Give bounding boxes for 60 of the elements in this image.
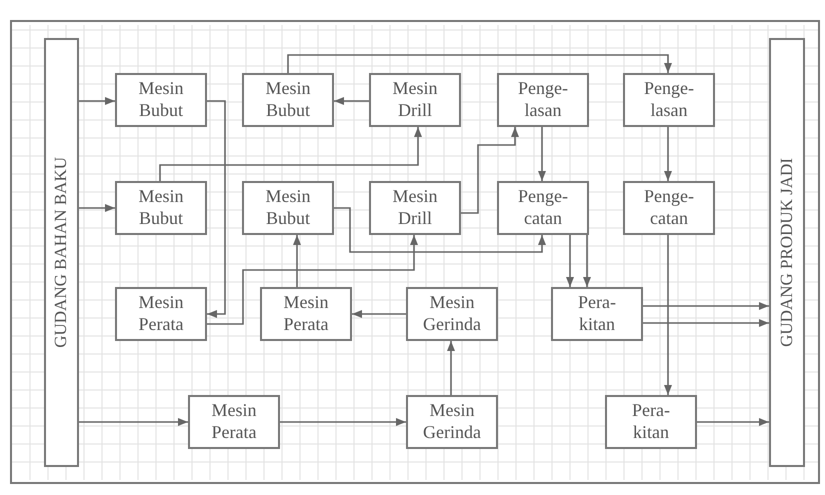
arrow <box>447 341 455 395</box>
process-box <box>551 287 643 341</box>
arrow <box>664 127 672 181</box>
arrow <box>293 235 301 287</box>
process-box <box>260 287 352 341</box>
arrow <box>583 235 591 287</box>
node-label: Mesin Perata <box>138 292 184 336</box>
node-label: Penge- catan <box>517 186 569 230</box>
process-box <box>623 73 715 127</box>
node-label: Mesin Gerinda <box>422 292 482 336</box>
node-label: Mesin Bubut <box>138 186 184 230</box>
node-label: Penge- lasan <box>643 78 695 122</box>
node-label: Mesin Drill <box>392 78 438 122</box>
process-box <box>497 181 589 235</box>
process-box <box>623 181 715 235</box>
process-box <box>115 73 207 127</box>
node-label: GUDANG BAHAN BAKU <box>51 157 72 348</box>
arrow <box>352 310 406 318</box>
arrow <box>697 418 769 426</box>
node-label: Mesin Bubut <box>138 78 184 122</box>
node-label: Mesin Perata <box>210 400 258 444</box>
node-label: GUDANG PRODUK JADI <box>776 158 797 347</box>
arrow <box>334 97 369 105</box>
arrow <box>538 127 546 181</box>
arrow <box>566 235 574 287</box>
warehouse-bar <box>769 38 805 467</box>
arrow <box>643 319 769 327</box>
process-box <box>115 181 207 235</box>
arrow <box>159 127 422 181</box>
process-box <box>406 395 498 449</box>
arrow <box>79 204 115 212</box>
node-label: Mesin Bubut <box>264 78 312 122</box>
process-box <box>242 73 334 127</box>
arrow <box>334 207 546 253</box>
arrow <box>207 235 418 325</box>
arrow <box>79 418 188 426</box>
process-box <box>369 73 461 127</box>
process-box <box>497 73 589 127</box>
arrow <box>287 54 672 73</box>
process-box <box>115 287 207 341</box>
arrow <box>79 97 115 105</box>
arrow <box>664 235 672 395</box>
node-label: Mesin Perata <box>282 292 330 336</box>
node-label: Penge- lasan <box>517 78 569 122</box>
node-label: Mesin Drill <box>392 186 438 230</box>
process-box <box>406 287 498 341</box>
process-box <box>188 395 280 449</box>
arrow <box>280 418 406 426</box>
arrow <box>207 100 226 318</box>
process-box <box>242 181 334 235</box>
node-label: Penge- catan <box>643 186 695 230</box>
node-label: Pera- kitan <box>631 400 671 444</box>
process-box <box>605 395 697 449</box>
node-label: Mesin Bubut <box>264 186 312 230</box>
node-label: Pera- kitan <box>577 292 617 336</box>
arrow <box>643 302 769 310</box>
node-label: Mesin Gerinda <box>422 400 482 444</box>
warehouse-bar <box>44 38 79 467</box>
process-box <box>369 181 461 235</box>
arrow <box>461 127 519 214</box>
